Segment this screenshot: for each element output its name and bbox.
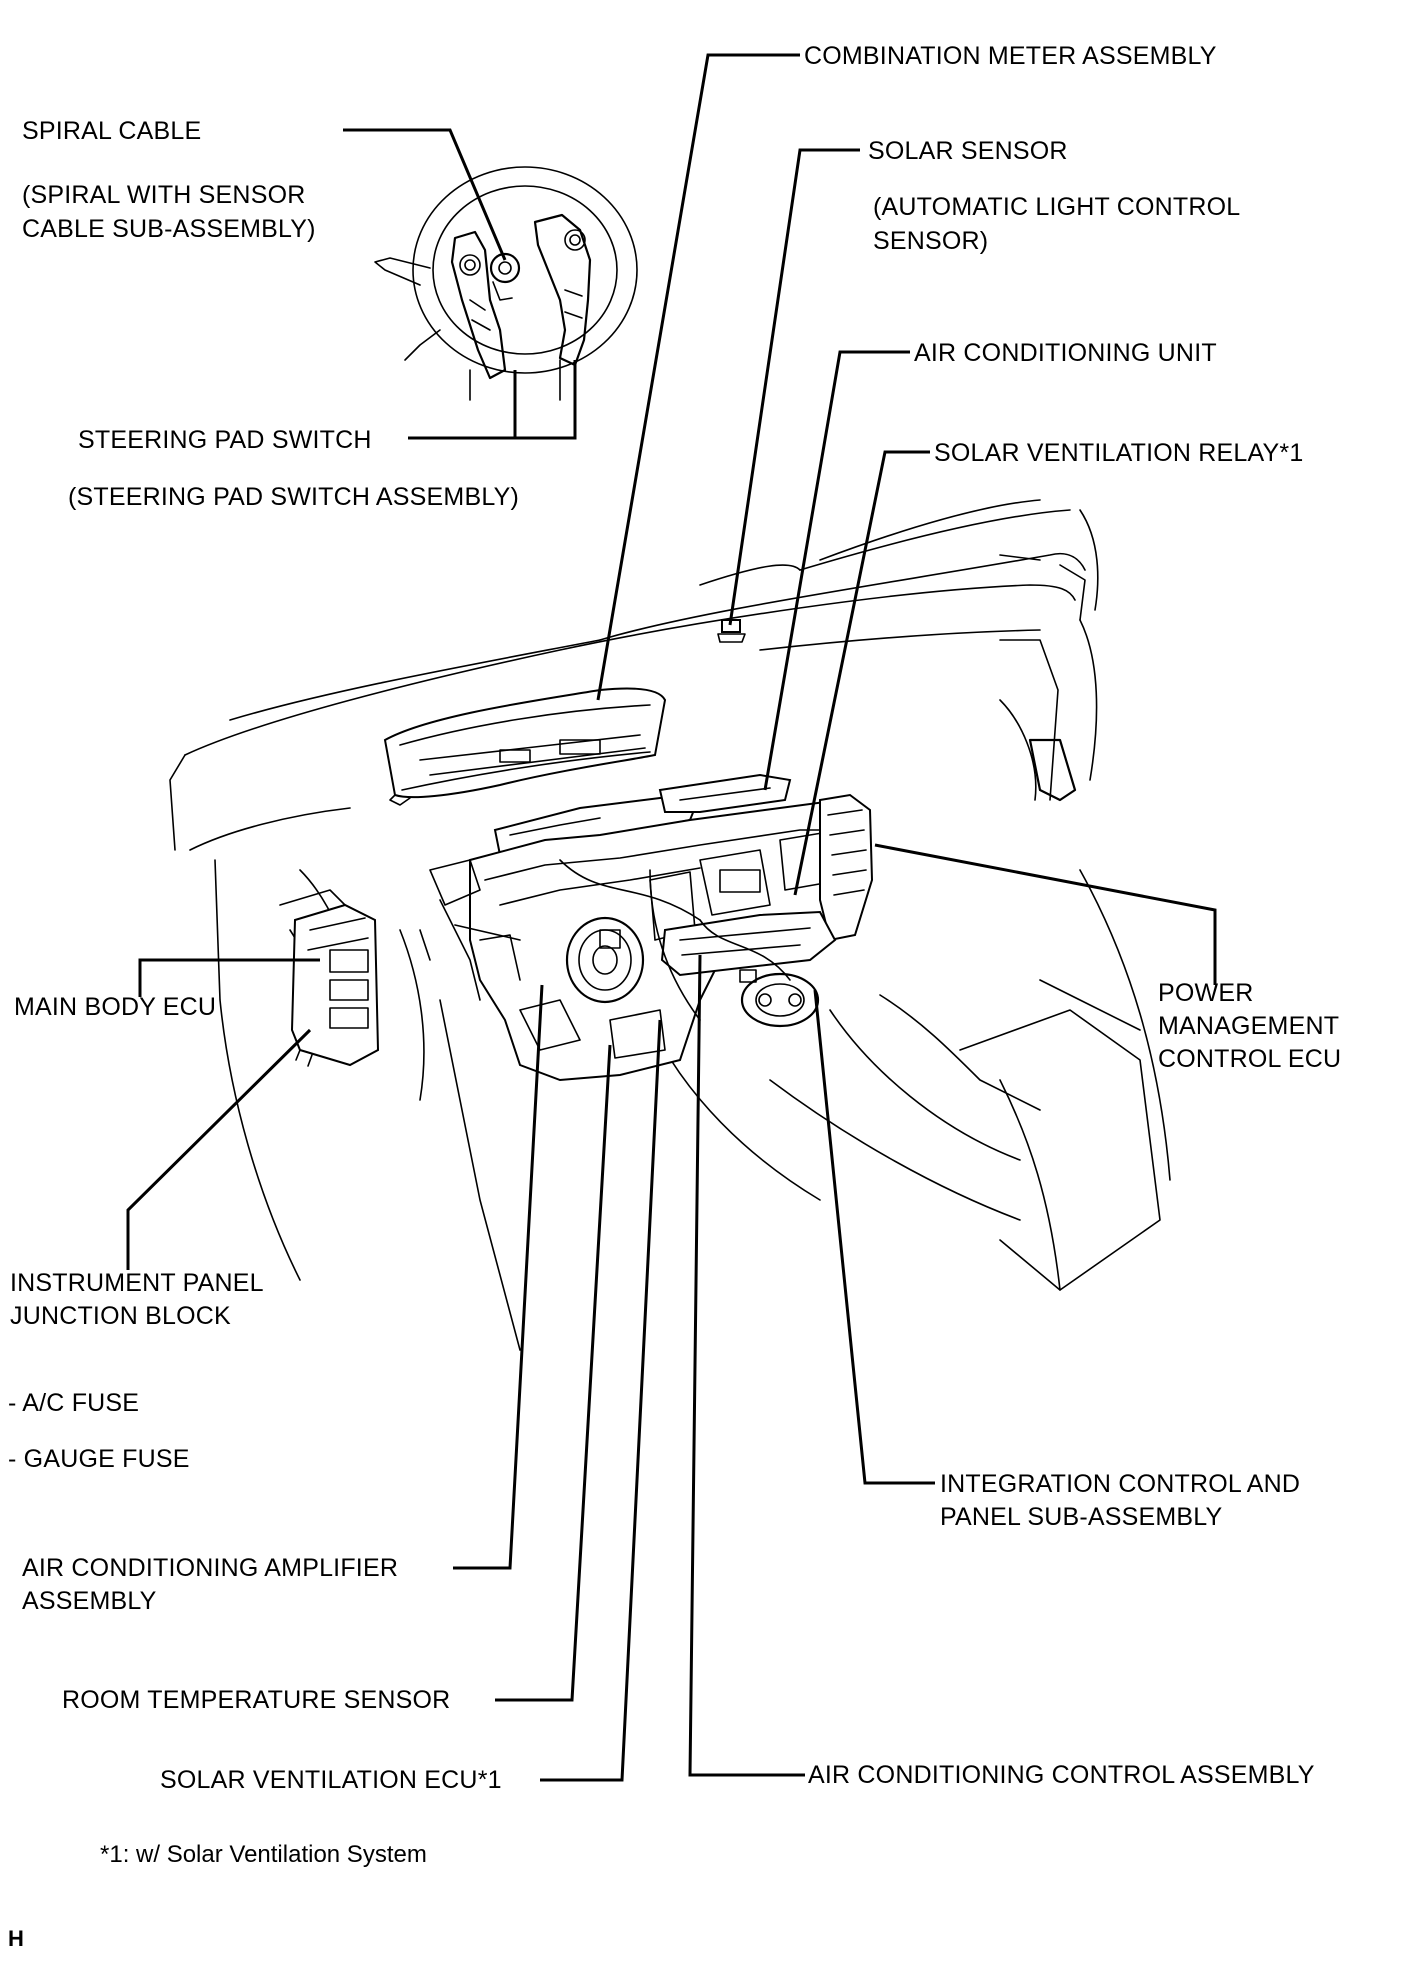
label-steering-pad-switch-sub: (STEERING PAD SWITCH ASSEMBLY) bbox=[68, 483, 519, 511]
label-power-management-1: POWER bbox=[1158, 979, 1254, 1007]
leader-lines bbox=[126, 53, 1217, 1782]
label-ac-fuse: - A/C FUSE bbox=[8, 1389, 140, 1417]
dashboard-drawing bbox=[169, 499, 1171, 1351]
footnote: *1: w/ Solar Ventilation System bbox=[100, 1841, 427, 1868]
label-solar-ventilation-relay: SOLAR VENTILATION RELAY*1 bbox=[934, 439, 1304, 467]
combination-meter-drawing bbox=[383, 687, 667, 806]
label-combination-meter: COMBINATION METER ASSEMBLY bbox=[804, 42, 1217, 70]
label-spiral-cable-sub-2: CABLE SUB-ASSEMBLY) bbox=[22, 215, 316, 243]
label-spiral-cable: SPIRAL CABLE bbox=[22, 117, 202, 145]
label-main-body-ecu: MAIN BODY ECU bbox=[14, 993, 217, 1021]
label-solar-sensor-sub-1: (AUTOMATIC LIGHT CONTROL bbox=[873, 193, 1241, 221]
label-instrument-panel-jb-1: INSTRUMENT PANEL bbox=[10, 1269, 264, 1297]
label-ac-control-assembly: AIR CONDITIONING CONTROL ASSEMBLY bbox=[808, 1761, 1315, 1789]
steering-wheel-drawing bbox=[374, 166, 638, 401]
label-solar-sensor-sub-2: SENSOR) bbox=[873, 227, 989, 255]
label-integration-control-2: PANEL SUB-ASSEMBLY bbox=[940, 1503, 1223, 1531]
label-power-management-2: MANAGEMENT bbox=[1158, 1012, 1340, 1040]
label-ac-amplifier-1: AIR CONDITIONING AMPLIFIER bbox=[22, 1554, 399, 1582]
label-solar-sensor: SOLAR SENSOR bbox=[868, 137, 1068, 165]
ac-unit-drawing bbox=[429, 773, 874, 1082]
label-gauge-fuse: - GAUGE FUSE bbox=[8, 1445, 190, 1473]
illustration-code: H bbox=[8, 1926, 24, 1951]
label-integration-control-1: INTEGRATION CONTROL AND bbox=[940, 1470, 1301, 1498]
label-steering-pad-switch: STEERING PAD SWITCH bbox=[78, 426, 372, 454]
label-power-management-3: CONTROL ECU bbox=[1158, 1045, 1342, 1073]
label-ac-amplifier-2: ASSEMBLY bbox=[22, 1587, 157, 1615]
label-solar-ventilation-ecu: SOLAR VENTILATION ECU*1 bbox=[160, 1766, 502, 1794]
main-body-ecu-drawing bbox=[279, 889, 380, 1067]
label-spiral-cable-sub-1: (SPIRAL WITH SENSOR bbox=[22, 181, 306, 209]
label-room-temperature-sensor: ROOM TEMPERATURE SENSOR bbox=[62, 1686, 451, 1714]
label-instrument-panel-jb-2: JUNCTION BLOCK bbox=[10, 1302, 231, 1330]
label-air-conditioning-unit: AIR CONDITIONING UNIT bbox=[914, 339, 1217, 367]
